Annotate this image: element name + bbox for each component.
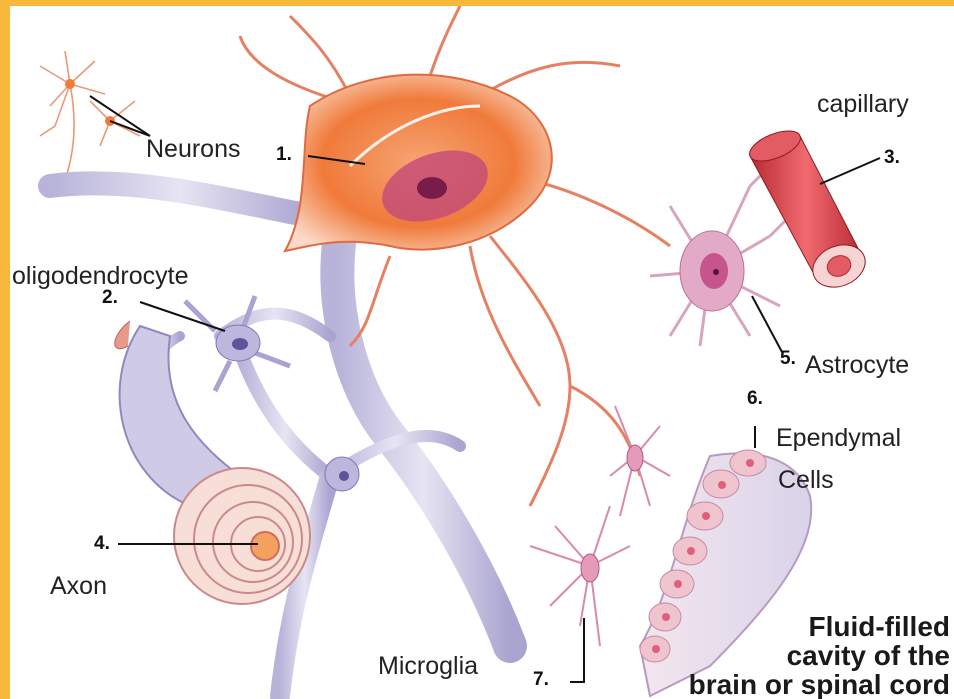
number-2: 2.: [102, 288, 118, 307]
large-neuron: [240, 6, 670, 506]
number-1: 1.: [276, 145, 292, 164]
number-6: 6.: [747, 389, 763, 408]
ependymal-label-line2: Cells: [778, 468, 834, 493]
caption-line-3: brain or spinal cord: [689, 670, 950, 699]
number-7: 7.: [533, 670, 549, 689]
astrocyte-label: Astrocyte: [805, 353, 909, 378]
number-4: 4.: [94, 534, 110, 553]
axon-cross-section: [174, 468, 310, 604]
caption-line-1: Fluid-filled: [689, 612, 950, 641]
neurons-label: Neurons: [146, 137, 241, 162]
myelin-network: [50, 183, 510, 696]
diagram-canvas: Neurons capillary oligodendrocyte Astroc…: [10, 6, 954, 699]
ependymal-label-line1: Ependymal: [776, 426, 901, 451]
axon-label: Axon: [50, 574, 107, 599]
caption-line-2: cavity of the: [689, 641, 950, 670]
microglia-label: Microglia: [378, 654, 478, 679]
capillary-vessel: [745, 125, 871, 295]
oligodendrocyte-label: oligodendrocyte: [12, 264, 189, 289]
capillary-label: capillary: [817, 92, 909, 117]
number-3: 3.: [884, 148, 900, 167]
number-5: 5.: [780, 349, 796, 368]
microglia-cells: [530, 406, 670, 646]
cavity-caption: Fluid-filled cavity of the brain or spin…: [689, 612, 950, 699]
